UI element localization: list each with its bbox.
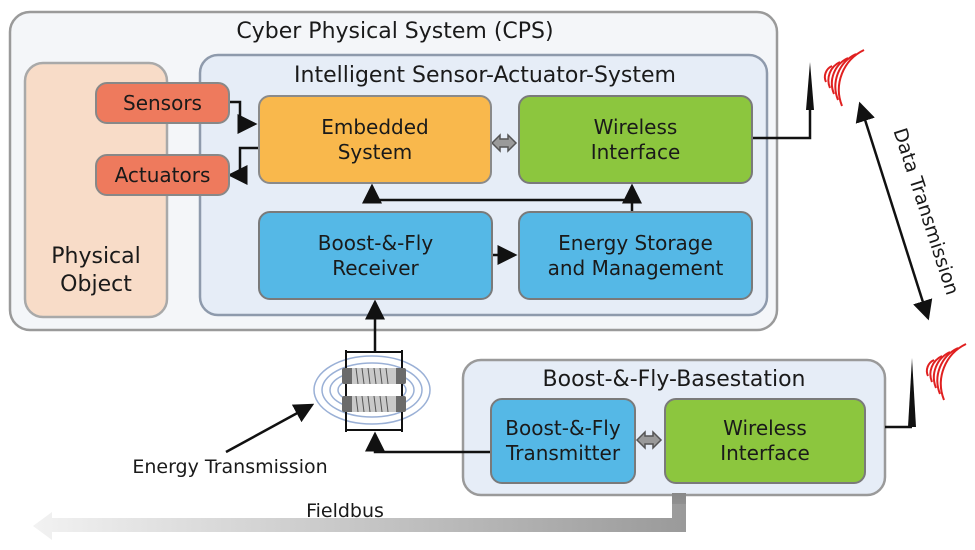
energy-transmission-pointer [225, 403, 315, 454]
bs-wireless-interface-box: Wireless Interface [664, 398, 866, 484]
energy-transmission-label: Energy Transmission [132, 456, 328, 478]
isas-title: Intelligent Sensor-Actuator-System [294, 63, 676, 88]
transmitter-box: Boost-&-Fly Transmitter [490, 398, 636, 484]
basestation-title: Boost-&-Fly-Basestation [542, 367, 806, 392]
physical-object-label: Physical Object [51, 244, 141, 297]
transmitter-to-coil-arrow [365, 431, 490, 454]
transmitter-wireless-link [635, 430, 663, 450]
wireless-interface-box: Wireless Interface [518, 95, 753, 184]
fieldbus-arrow [33, 504, 686, 540]
embedded-wireless-link [490, 133, 518, 153]
sensors-box: Sensors [95, 82, 230, 124]
fieldbus-label: Fieldbus [306, 500, 384, 522]
antenna-bottom-icon [908, 358, 916, 427]
coil-icon [313, 350, 431, 432]
wireless-to-antenna-line [753, 110, 812, 140]
embedded-to-actuators-arrow [227, 146, 258, 185]
radio-waves-bottom-icon [925, 343, 967, 401]
receiver-box: Boost-&-Fly Receiver [258, 211, 493, 300]
data-transmission-arrow [855, 101, 933, 321]
sensors-to-embedded-arrow [228, 100, 258, 134]
embedded-system-box: Embedded System [258, 95, 492, 184]
cps-title: Cyber Physical System (CPS) [236, 19, 554, 44]
radio-waves-top-icon [823, 49, 865, 107]
energy-storage-box: Energy Storage and Management [518, 211, 753, 300]
antenna-top-icon [806, 62, 814, 110]
actuators-box: Actuators [95, 154, 230, 196]
